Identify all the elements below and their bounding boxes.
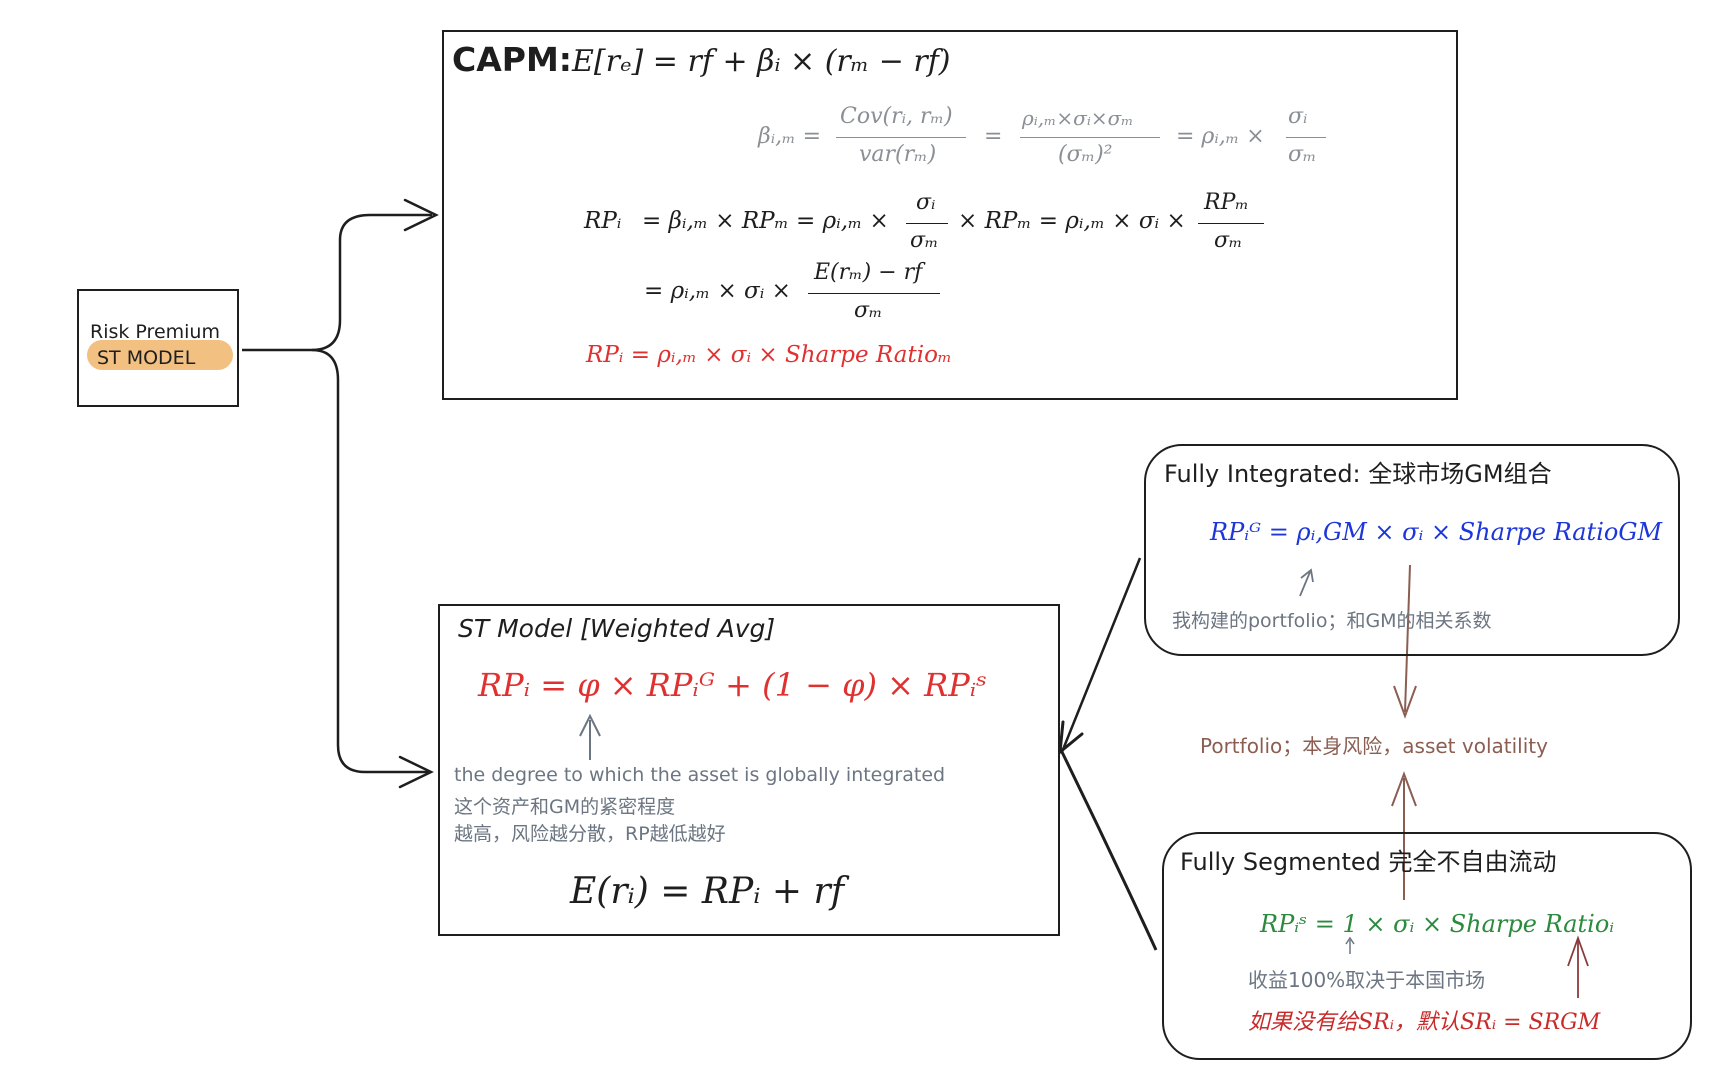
capm-main-formula: E[rₑ] = rf + βᵢ × (rₘ − rf) (572, 44, 951, 79)
fully-segmented-formula: RPᵢˢ = 1 × σᵢ × Sharpe Ratioᵢ (1260, 910, 1615, 938)
sigma-to-portfolio-arrow (1404, 564, 1411, 713)
fully-integrated-formula: RPᵢᴳ = ρᵢ,GM × σᵢ × Sharpe RatioGM (1210, 518, 1663, 546)
phi-note-line3: 越高，风险越分散，RP越低越好 (454, 823, 726, 845)
phi-pointer-arrowhead (579, 713, 601, 737)
st-model-title: ST Model [Weighted Avg] (458, 614, 776, 643)
fully-integrated-note: 我构建的portfolio；和GM的相关系数 (1172, 610, 1492, 632)
rp-seg2: × RPₘ = ρᵢ,ₘ × σᵢ × (958, 208, 1186, 234)
beta-frac3-bar (1286, 137, 1326, 138)
connector-integrated-to-st (1060, 557, 1142, 753)
phi-note-line1: the degree to which the asset is globall… (454, 764, 946, 786)
portfolio-note: Portfolio；本身风险，asset volatility (1200, 734, 1548, 758)
rp-frac3-den: σₘ (854, 298, 883, 323)
segmented-sigma-to-portfolio-arrowhead (1391, 771, 1417, 807)
rho-pointer-arrowhead (1300, 568, 1314, 583)
beta-lhs: βᵢ,ₘ = (758, 124, 822, 149)
st-model-label: ST MODEL (97, 347, 196, 369)
beta-frac2-num: ρᵢ,ₘ×σᵢ×σₘ (1022, 106, 1134, 130)
beta-frac2-den: (σₘ)² (1058, 142, 1113, 167)
fully-integrated-box: Fully Integrated: 全球市场GM组合 RPᵢᴳ = ρᵢ,GM … (1144, 444, 1680, 656)
expected-return-formula: E(rᵢ) = RPᵢ + rf (570, 871, 845, 912)
capm-heading: CAPM: (452, 40, 572, 79)
st-model-box: ST Model [Weighted Avg] RPᵢ = φ × RPᵢᴳ +… (438, 604, 1060, 936)
one-pointer-arrowhead (1345, 936, 1355, 945)
rp-frac2-bar (1198, 223, 1264, 224)
fully-integrated-title: Fully Integrated: 全球市场GM组合 (1164, 460, 1552, 488)
risk-premium-title: Risk Premium (90, 321, 220, 343)
beta-frac3-num: σᵢ (1288, 104, 1308, 129)
fully-segmented-box: Fully Segmented 完全不自由流动 RPᵢˢ = 1 × σᵢ × … (1162, 832, 1692, 1060)
rp-frac1-den: σₘ (910, 228, 939, 253)
rp-line2: = ρᵢ,ₘ × σᵢ × (644, 278, 791, 304)
st-model-highlight (87, 340, 233, 370)
fully-segmented-note: 收益100%取决于本国市场 (1248, 968, 1486, 992)
beta-frac1-num: Cov(rᵢ, rₘ) (840, 104, 953, 129)
arrowhead-to-capm (403, 198, 439, 232)
arrowhead-to-st-box (1058, 720, 1084, 756)
rp-frac1-num: σᵢ (916, 190, 936, 215)
sigma-to-portfolio-arrowhead (1393, 685, 1417, 719)
beta-frac3-den: σₘ (1288, 142, 1317, 167)
fully-segmented-title: Fully Segmented 完全不自由流动 (1180, 848, 1557, 876)
rp-frac3-bar (808, 293, 940, 294)
rp-frac2-num: RPₘ (1204, 190, 1249, 215)
connector-to-st-model (311, 348, 428, 774)
rp-lhs: RPᵢ (584, 208, 622, 234)
beta-frac1-den: var(rₘ) (859, 142, 937, 167)
capm-box: CAPM: E[rₑ] = rf + βᵢ × (rₘ − rf) βᵢ,ₘ =… (442, 30, 1458, 400)
beta-frac2-bar (1020, 137, 1160, 138)
rp-frac2-den: σₘ (1214, 228, 1243, 253)
connector-segmented-to-st (1060, 751, 1158, 951)
connector-to-capm (311, 213, 432, 352)
beta-eq3: = ρᵢ,ₘ × (1176, 124, 1265, 149)
rp-seg1: = βᵢ,ₘ × RPₘ = ρᵢ,ₘ × (642, 208, 889, 234)
beta-frac1-bar (836, 137, 966, 138)
phi-note-line2: 这个资产和GM的紧密程度 (454, 796, 676, 818)
rp-sharpe-result: RPᵢ = ρᵢ,ₘ × σᵢ × Sharpe Ratioₘ (586, 342, 953, 368)
rho-pointer-arrow (1299, 571, 1311, 597)
risk-premium-box: Risk Premium ST MODEL (77, 289, 239, 407)
beta-eq2: = (984, 124, 1003, 149)
st-model-formula: RPᵢ = φ × RPᵢᴳ + (1 − φ) × RPᵢˢ (478, 666, 987, 704)
rp-frac3-num: E(rₘ) − rf (814, 260, 923, 285)
arrowhead-to-st-model (398, 755, 434, 789)
fully-segmented-default-note: 如果没有给SRᵢ，默认SRᵢ = SRGM (1248, 1010, 1601, 1035)
sharpe-pointer-arrowhead (1567, 935, 1589, 967)
rp-frac1-bar (906, 223, 948, 224)
